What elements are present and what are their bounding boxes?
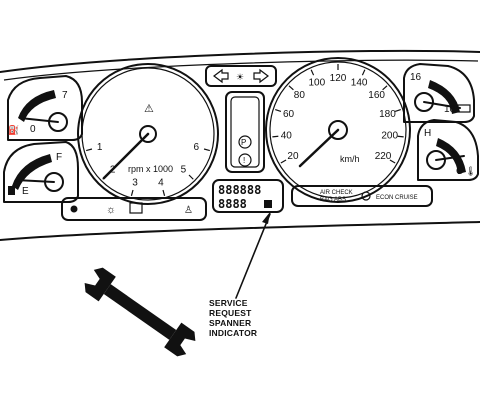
tachometer-tick-mark	[86, 148, 93, 152]
speedometer-unit-label: km/h	[340, 154, 360, 164]
temp-hot-label: H	[424, 128, 431, 139]
speedometer-tick-label: 220	[375, 151, 392, 162]
tachometer-tick-mark	[102, 174, 108, 180]
seatbelt-icon: ♙	[184, 205, 193, 216]
speedometer-tick-mark	[389, 159, 396, 164]
right-warning-bar: AIR CHECK BAG ABS ECON CRUISE	[291, 185, 433, 207]
headlight-icon: ☀	[236, 72, 244, 82]
temperature-gauge: H C 🌡	[417, 119, 479, 181]
sun-icon: ☼	[106, 204, 116, 216]
caption-line-4: INDICATOR	[209, 328, 257, 338]
battery-gauge: 16 10	[403, 63, 475, 123]
speedometer-tick-mark	[280, 159, 287, 164]
center-indicator-panel: P !	[225, 91, 265, 173]
tachometer-tick-mark	[188, 174, 194, 180]
park-brake-label: P	[241, 138, 246, 147]
speedometer-tick-mark	[382, 85, 388, 91]
caption-line-1: SERVICE	[209, 298, 248, 308]
fuel-pump-icon	[8, 186, 15, 195]
speedometer-tick-mark	[397, 135, 404, 138]
fuel-empty-label: E	[22, 186, 29, 197]
speedometer-tick-mark	[288, 85, 294, 91]
speedometer-tick-label: 40	[281, 130, 293, 141]
speedometer-tick-label: 100	[309, 77, 326, 88]
brake-warning-label: !	[243, 156, 245, 165]
battery-low-label: 10	[444, 104, 456, 115]
tachometer-tick-mark	[203, 148, 210, 152]
abs-text: BAG ABS	[320, 197, 346, 203]
fuel-gauge: F E	[3, 141, 79, 203]
speedometer-tick-label: 80	[294, 90, 306, 101]
engine-warning-icon: ⚠	[144, 103, 154, 115]
tachometer-tick-mark	[162, 189, 166, 196]
oil-high-label: 7	[62, 90, 68, 101]
airbag-text: AIR CHECK	[320, 190, 353, 196]
speedometer-tick-label: 160	[368, 90, 385, 101]
odometer-row-2: 8888	[218, 197, 247, 211]
speedometer-tick-label: 180	[379, 109, 396, 120]
tachometer-tick-label: 3	[132, 177, 138, 188]
oil-low-label: 0	[30, 124, 36, 135]
tachometer-tick-mark	[130, 189, 134, 196]
service-spanner-icon	[264, 200, 272, 208]
left-turn-arrow-icon	[213, 68, 229, 84]
window-heater-icon	[129, 202, 143, 214]
spanner-icon	[84, 267, 196, 357]
callout-arrowhead	[262, 212, 270, 224]
speedometer-tick-mark	[361, 69, 366, 76]
odometer-display: 888888 8888	[212, 179, 284, 213]
check-lamp-icon	[361, 191, 371, 201]
speedometer-tick-label: 200	[381, 130, 398, 141]
left-warning-bar: ☼ ♙	[61, 197, 207, 221]
oil-can-icon: ⛽	[8, 124, 19, 135]
speedometer-tick-mark	[394, 109, 401, 113]
fuel-full-label: F	[56, 152, 62, 163]
odometer-row-1: 888888	[218, 183, 261, 197]
speedometer-tick-mark	[275, 109, 282, 113]
turn-signal-panel: ☀	[205, 65, 277, 87]
speedometer-tick-mark	[310, 69, 315, 76]
oil-pressure-gauge: 7 0 ⛽	[7, 75, 83, 141]
caption-line-3: SPANNER	[209, 318, 251, 328]
speedometer-tick-label: 60	[283, 109, 295, 120]
cluster-housing	[0, 49, 480, 241]
battery-icon	[457, 104, 471, 113]
tachometer-tick-label: 4	[158, 177, 164, 188]
tachometer-needle	[102, 132, 150, 180]
econ-cruise-text: ECON CRUISE	[376, 195, 418, 201]
battery-high-label: 16	[410, 72, 422, 83]
speedometer-tick-label: 120	[330, 73, 347, 84]
tachometer-tick-label: 6	[194, 142, 200, 153]
speedometer-tick-label: 140	[351, 77, 368, 88]
tachometer-tick-label: 1	[97, 142, 103, 153]
thermometer-icon: 🌡	[465, 166, 476, 176]
speedometer-tick-label: 20	[287, 151, 299, 162]
speedometer-tick-mark	[272, 135, 279, 138]
right-turn-arrow-icon	[253, 68, 269, 84]
tachometer-unit-label: rpm x 1000	[128, 164, 173, 174]
indicator-dot-icon	[70, 205, 78, 213]
cluster-inner-bezel	[3, 59, 479, 81]
callout-line	[235, 213, 271, 299]
temp-cold-label: C	[456, 166, 463, 177]
tachometer-tick-label: 2	[110, 164, 116, 175]
tachometer-tick-label: 5	[181, 164, 187, 175]
caption-line-2: REQUEST	[209, 308, 252, 318]
speedometer-needle	[298, 128, 340, 168]
